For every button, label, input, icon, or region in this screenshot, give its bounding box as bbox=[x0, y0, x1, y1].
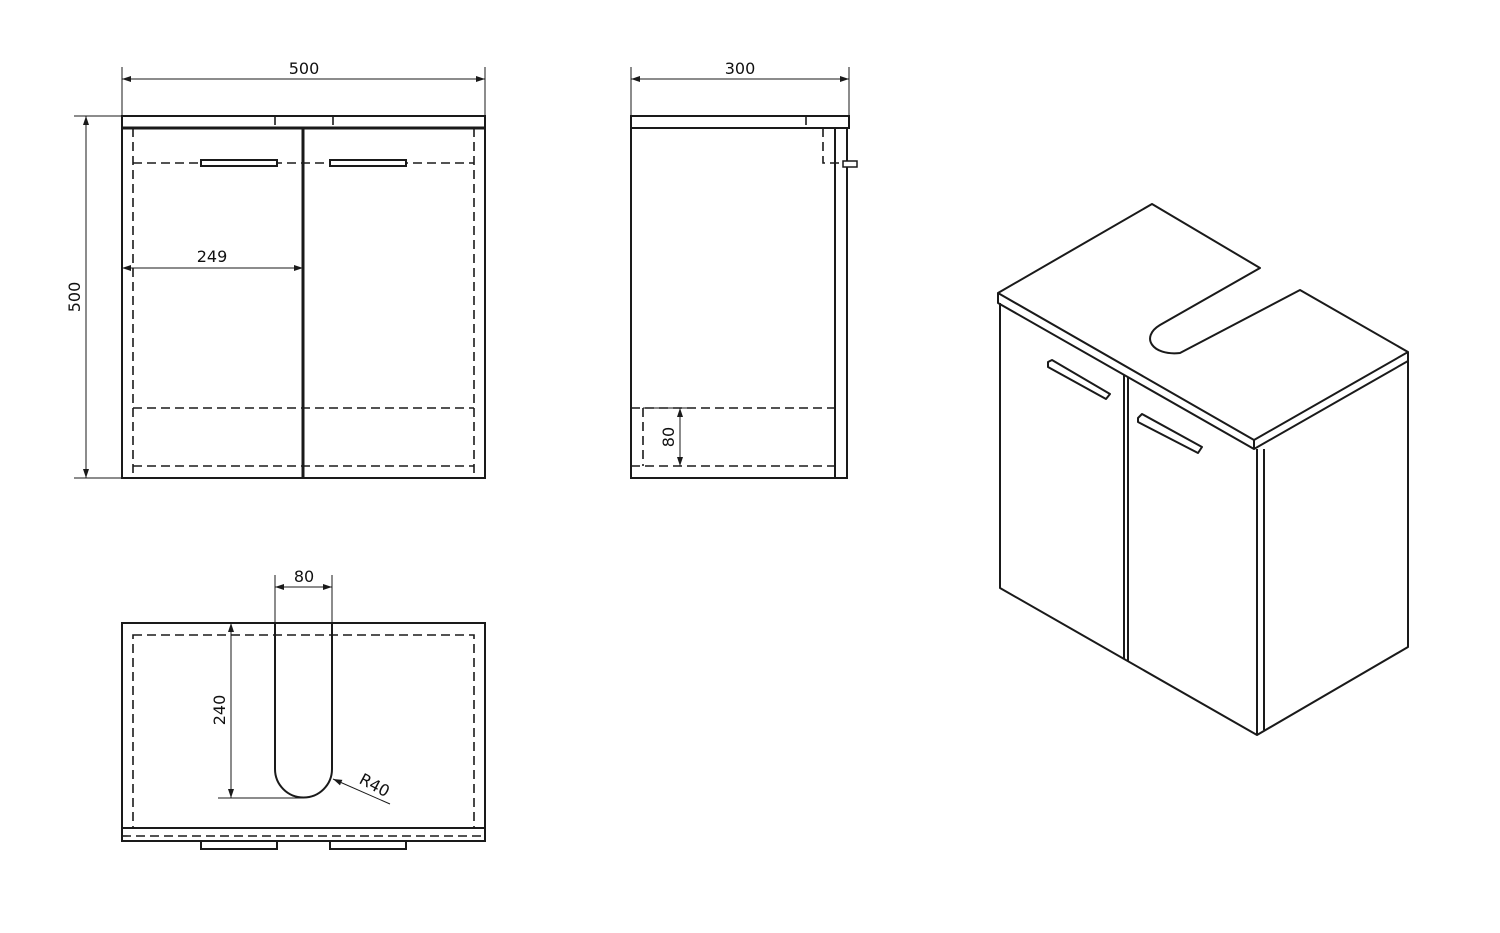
slot-depth-dimension: 240 bbox=[210, 695, 229, 726]
iso-handle-right bbox=[1137, 413, 1203, 454]
door-width-dimension: 249 bbox=[197, 247, 228, 266]
isometric-view bbox=[997, 203, 1409, 736]
side-handle bbox=[842, 160, 858, 168]
front-width-dimension: 500 bbox=[289, 59, 320, 78]
sink-slot-cutout bbox=[274, 623, 333, 799]
slot-radius-dimension: R40 bbox=[356, 769, 393, 801]
slot-width-dimension: 80 bbox=[294, 567, 314, 586]
side-view: 300 80 bbox=[630, 59, 858, 479]
iso-handle-left bbox=[1047, 359, 1111, 400]
side-depth-dimension: 300 bbox=[725, 59, 756, 78]
front-view: 500 500 249 bbox=[65, 59, 486, 479]
plinth-height-dimension: 80 bbox=[659, 427, 678, 447]
top-view: 80 240 R40 bbox=[121, 567, 486, 850]
door-handle-right bbox=[329, 159, 407, 167]
door-handle-left bbox=[200, 159, 278, 167]
front-height-dimension: 500 bbox=[65, 282, 84, 313]
